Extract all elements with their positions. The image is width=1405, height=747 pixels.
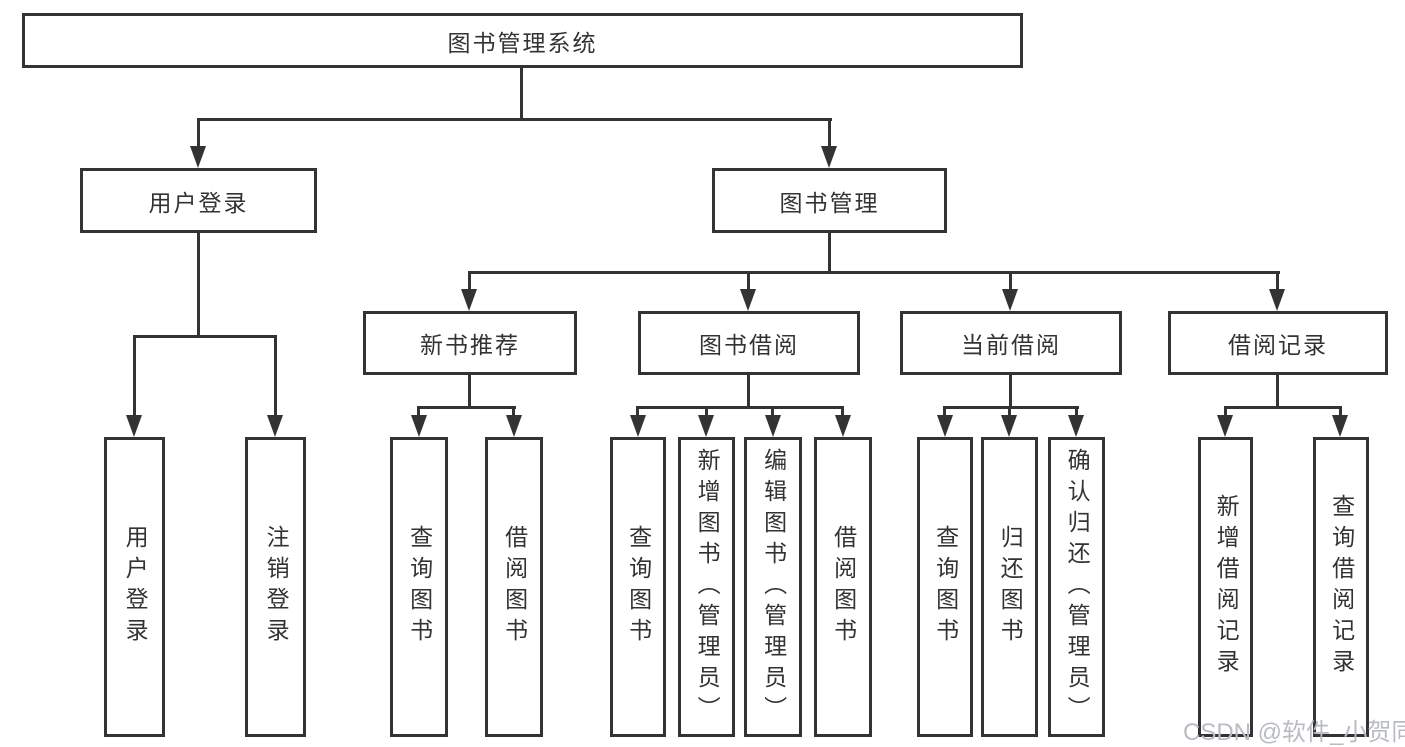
- connector-trunk: [468, 375, 471, 409]
- connector-stem: [1224, 406, 1227, 420]
- leaf-borrow-books-recommend: 借阅图书: [485, 437, 543, 737]
- node-borrowing-records: 借阅记录: [1168, 311, 1388, 375]
- connector-trunk: [1009, 375, 1012, 409]
- arrowhead: [1001, 415, 1017, 437]
- connector-stem: [943, 406, 946, 420]
- leaf-add-borrow-record: 新增借阅记录: [1198, 437, 1253, 737]
- connector-stem: [1276, 271, 1279, 293]
- connector-stem: [512, 406, 515, 420]
- connector-trunk: [197, 233, 200, 338]
- connector-stem: [828, 118, 831, 150]
- connector-stem: [747, 271, 750, 293]
- connector-stem: [133, 335, 136, 420]
- connector-stem: [636, 406, 639, 420]
- csdn-watermark: CSDN @软件_小贺同学: [1183, 719, 1405, 746]
- arrowhead: [1068, 415, 1084, 437]
- node-current-borrowing: 当前借阅: [900, 311, 1122, 375]
- connector-stem: [771, 406, 774, 420]
- connector-hbar: [133, 335, 277, 338]
- node-book-borrowing: 图书借阅: [638, 311, 860, 375]
- connector-stem: [1009, 271, 1012, 293]
- arrowhead: [506, 415, 522, 437]
- connector-root-hbar: [197, 118, 832, 121]
- connector-stem: [705, 406, 708, 420]
- leaf-borrow-books-borrowing: 借阅图书: [814, 437, 872, 737]
- connector-trunk: [828, 233, 831, 273]
- arrowhead: [1217, 415, 1233, 437]
- node-root-library-system: 图书管理系统: [22, 13, 1023, 68]
- connector-hbar: [1224, 406, 1342, 409]
- connector-trunk: [1276, 375, 1279, 409]
- leaf-user-login: 用户登录: [104, 437, 165, 737]
- leaf-return-books: 归还图书: [981, 437, 1038, 737]
- leaf-query-books-recommend: 查询图书: [390, 437, 448, 737]
- connector-stem: [1339, 406, 1342, 420]
- leaf-add-books-admin: 新增图书（管理员）: [678, 437, 735, 737]
- connector-stem: [1075, 406, 1078, 420]
- arrowhead: [1332, 415, 1348, 437]
- arrowhead-to-book-management: [821, 146, 837, 168]
- connector-stem: [1008, 406, 1011, 420]
- arrowhead: [835, 415, 851, 437]
- connector-stem: [417, 406, 420, 420]
- connector-trunk: [747, 375, 750, 409]
- connector-stem: [841, 406, 844, 420]
- arrowhead-to-leaf-user-login: [126, 415, 142, 437]
- leaf-query-books-current: 查询图书: [917, 437, 973, 737]
- arrowhead-to-user-login: [190, 146, 206, 168]
- arrowhead-to-leaf-logout: [267, 415, 283, 437]
- leaf-edit-books-admin: 编辑图书（管理员）: [744, 437, 802, 737]
- node-new-book-recommendation: 新书推荐: [363, 311, 577, 375]
- arrowhead-to-book-borrowing: [740, 289, 756, 311]
- connector-stem: [274, 335, 277, 420]
- arrowhead: [411, 415, 427, 437]
- arrowhead-to-current-borrowing: [1002, 289, 1018, 311]
- connector-hbar: [636, 406, 844, 409]
- leaf-logout: 注销登录: [245, 437, 306, 737]
- arrowhead: [698, 415, 714, 437]
- node-user-login: 用户登录: [80, 168, 317, 233]
- leaf-query-books-borrowing: 查询图书: [610, 437, 666, 737]
- node-book-management: 图书管理: [712, 168, 947, 233]
- connector-stem: [468, 271, 471, 293]
- leaf-confirm-return-admin: 确认归还（管理员）: [1048, 437, 1105, 737]
- connector-stem: [197, 118, 200, 150]
- connector-hbar: [943, 406, 1079, 409]
- arrowhead: [765, 415, 781, 437]
- leaf-query-borrow-record: 查询借阅记录: [1313, 437, 1369, 737]
- arrowhead: [937, 415, 953, 437]
- connector-root-trunk: [520, 68, 523, 120]
- arrowhead-to-borrowing-records: [1269, 289, 1285, 311]
- connector-hbar: [417, 406, 516, 409]
- connector-hbar: [468, 271, 1280, 274]
- arrowhead: [630, 415, 646, 437]
- arrowhead-to-new-book-recommendation: [461, 289, 477, 311]
